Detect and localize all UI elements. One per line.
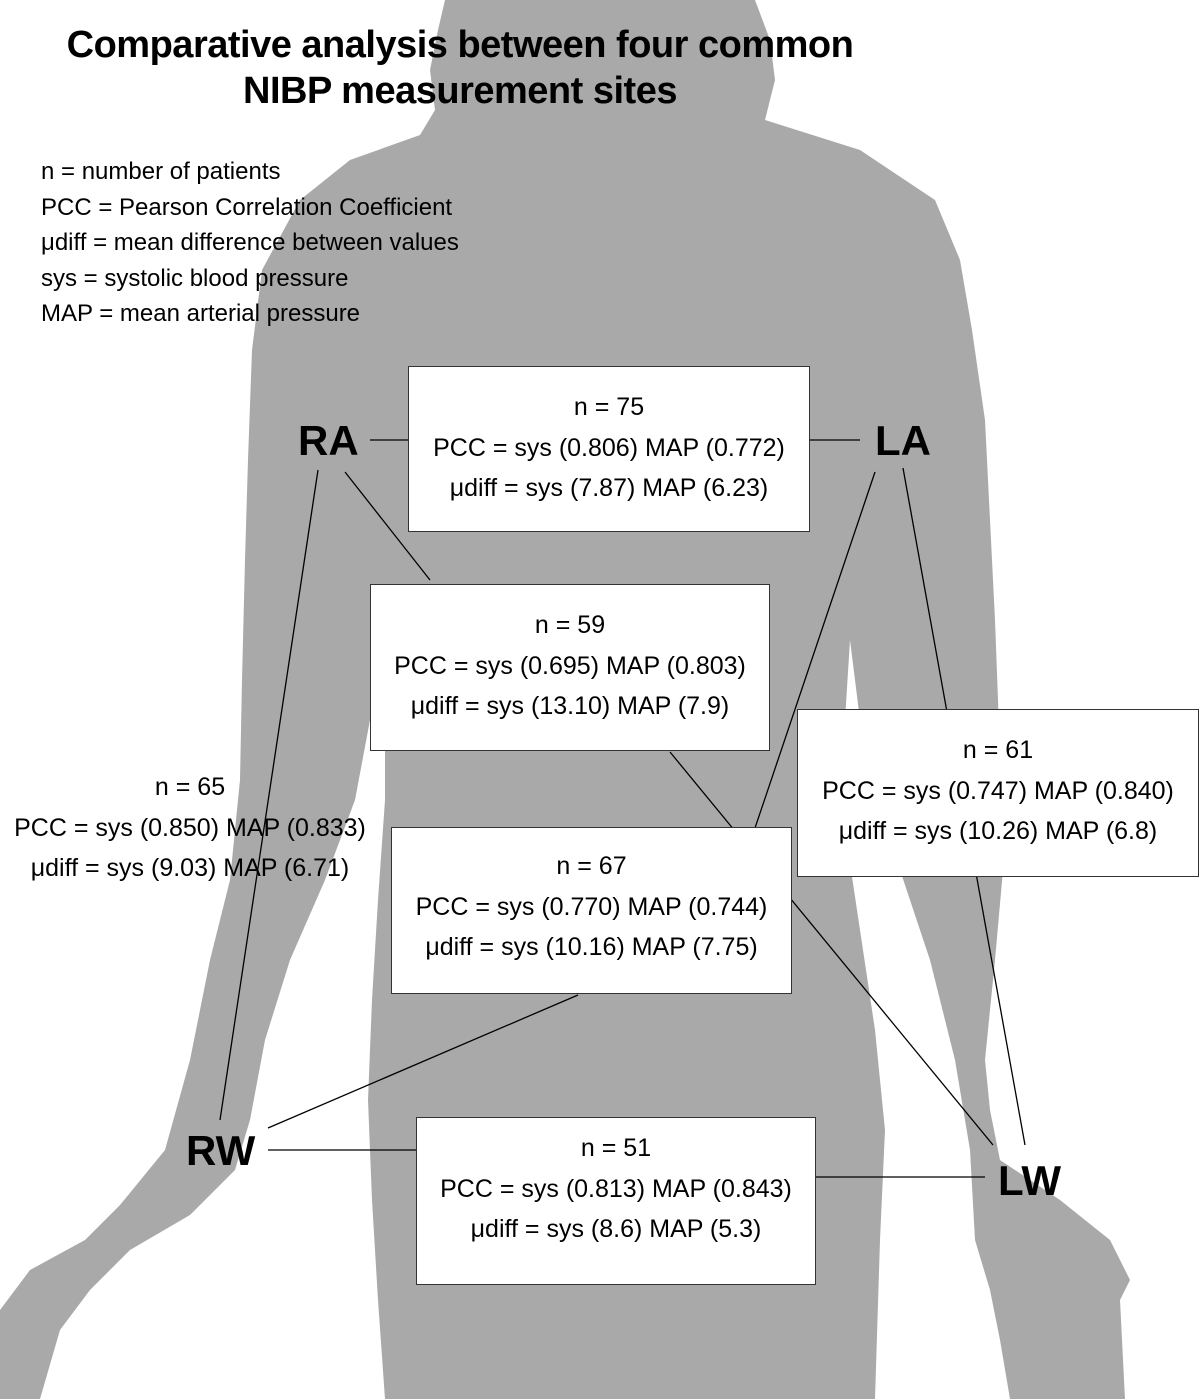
site-label-la: LA	[875, 417, 931, 464]
comparison-box-ra-la: n = 75 PCC = sys (0.806) MAP (0.772) μdi…	[408, 366, 810, 532]
comparison-box-ra-lw: n = 59 PCC = sys (0.695) MAP (0.803) μdi…	[370, 584, 770, 751]
comparison-pcc: PCC = sys (0.695) MAP (0.803)	[394, 651, 746, 680]
legend-item: PCC = Pearson Correlation Coefficient	[41, 193, 453, 221]
comparison-box-la-rw: n = 67 PCC = sys (0.770) MAP (0.744) μdi…	[391, 827, 792, 994]
site-label-ra: RA	[298, 417, 359, 464]
comparison-udiff: μdiff = sys (9.03) MAP (6.71)	[30, 854, 350, 882]
figure-title: Comparative analysis between four common…	[0, 22, 920, 114]
legend: n = number of patients PCC = Pearson Cor…	[41, 154, 459, 332]
comparison-box-ra-rw: n = 65 PCC = sys (0.850) MAP (0.833) μdi…	[0, 765, 380, 905]
comparison-n: n = 67	[556, 852, 627, 880]
legend-item: μdiff = mean difference between values	[41, 229, 459, 256]
line-la-rw	[754, 471, 876, 829]
site-label-lw: LW	[998, 1157, 1061, 1204]
title-line-1: Comparative analysis between four common	[66, 24, 854, 66]
comparison-n: n = 59	[534, 611, 606, 639]
comparison-udiff: μdiff = sys (8.6) MAP (5.3)	[470, 1215, 762, 1243]
legend-item: MAP = mean arterial pressure	[41, 300, 361, 327]
line-ra-lw-top	[344, 471, 431, 581]
legend-item: n = number of patients	[41, 158, 281, 185]
comparison-box-la-lw: n = 61 PCC = sys (0.747) MAP (0.840) μdi…	[797, 709, 1199, 877]
line-ra-lw-bottom	[669, 751, 994, 1146]
site-label-rw: RW	[186, 1127, 256, 1174]
comparison-udiff: μdiff = sys (13.10) MAP (7.9)	[410, 692, 730, 720]
comparison-n: n = 75	[573, 393, 645, 421]
comparison-pcc: PCC = sys (0.850) MAP (0.833)	[14, 813, 366, 842]
comparison-n: n = 51	[580, 1134, 652, 1162]
comparison-pcc: PCC = sys (0.813) MAP (0.843)	[440, 1174, 792, 1203]
connector-lines	[219, 439, 1026, 1178]
comparison-udiff: μdiff = sys (10.26) MAP (6.8)	[838, 817, 1158, 845]
line-ra-rw	[219, 469, 319, 1121]
comparison-n: n = 65	[154, 773, 226, 801]
comparison-n: n = 61	[962, 736, 1034, 764]
title-line-2: NIBP measurement sites	[243, 70, 677, 112]
comparison-udiff: μdiff = sys (7.87) MAP (6.23)	[449, 474, 769, 502]
legend-item: sys = systolic blood pressure	[41, 264, 349, 292]
comparison-pcc: PCC = sys (0.747) MAP (0.840)	[822, 776, 1174, 805]
comparison-pcc: PCC = sys (0.806) MAP (0.772)	[433, 433, 785, 462]
comparison-box-rw-lw: n = 51 PCC = sys (0.813) MAP (0.843) μdi…	[416, 1117, 816, 1285]
line-rw-box67	[267, 994, 579, 1129]
comparison-pcc: PCC = sys (0.770) MAP (0.744)	[415, 892, 768, 921]
comparison-udiff: μdiff = sys (10.16) MAP (7.75)	[425, 933, 758, 961]
